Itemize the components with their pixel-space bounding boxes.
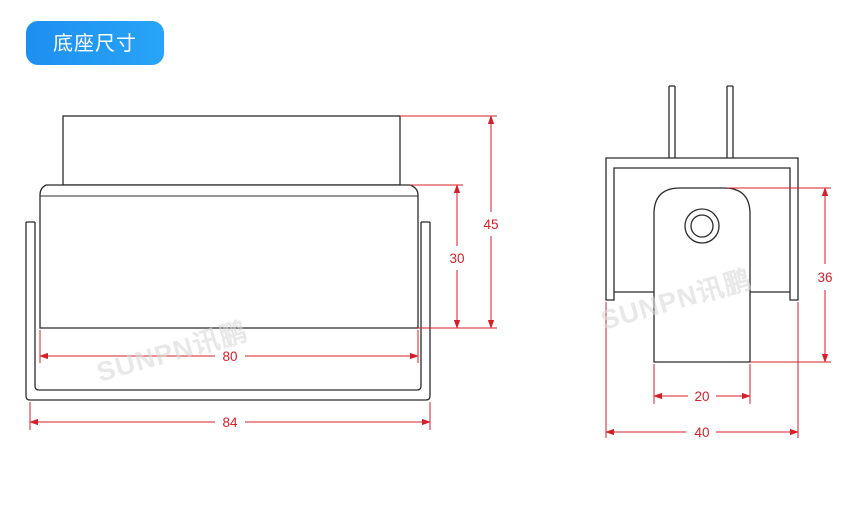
dim-label-20: 20 [694,389,709,404]
dim-label-30: 30 [449,251,464,266]
side-view-dimensions [605,187,831,438]
dim-label-80: 80 [222,349,237,364]
front-view-top-block [62,115,401,186]
side-view-plate [653,187,751,363]
section-title-badge: 底座尺寸 [26,21,164,65]
dim-label-40: 40 [694,425,709,440]
front-view-body [39,184,419,329]
front-view-dimensions [29,115,497,430]
side-view-frame [605,157,799,301]
dim-label-45: 45 [483,217,498,232]
dim-label-84: 84 [222,415,238,430]
side-view-pins [668,85,734,158]
side-view [605,85,799,363]
side-view-knob-inner [690,214,714,238]
front-view-base-bracket [25,221,431,401]
dim-label-36: 36 [817,270,832,285]
